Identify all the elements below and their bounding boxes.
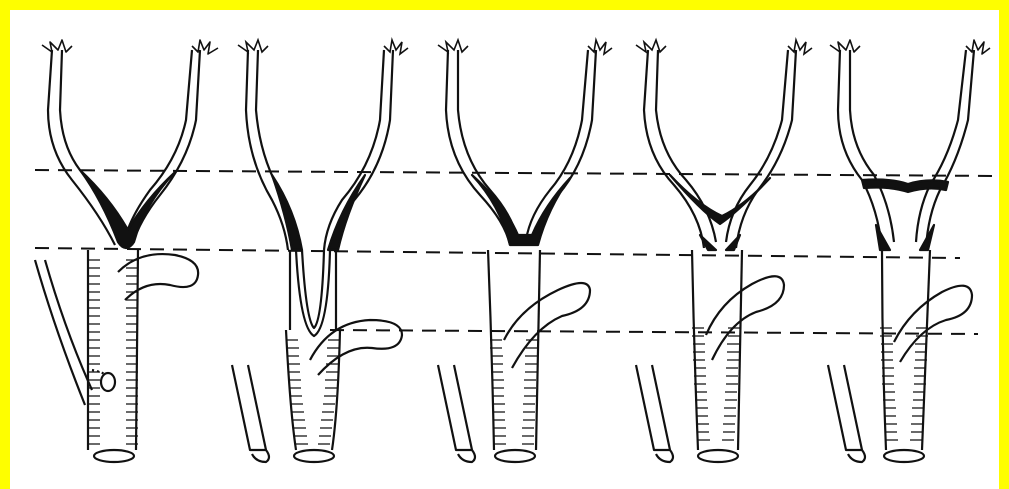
pedicle-icon — [232, 365, 269, 462]
uterine-anomaly-diagram — [10, 10, 999, 489]
fimbriae-group — [238, 40, 812, 54]
panel-5-left-tube-inner — [850, 50, 894, 242]
panel-5-right-tube — [926, 50, 974, 248]
panel-3-fimbriae — [438, 40, 612, 54]
panel-4-uterine-wall-left — [692, 250, 698, 450]
panel-4-adnexa — [706, 276, 784, 360]
panel-2-left-tube — [246, 50, 288, 250]
panel-1-right-tube-inner — [126, 50, 192, 235]
panel-5-uterine-wall-left — [882, 250, 886, 450]
panel-1-left-tube — [48, 50, 115, 245]
panel-4-pedicle — [636, 365, 673, 462]
panel-2-fimbriae — [238, 40, 408, 54]
panel-2 — [232, 50, 402, 462]
diagram-canvas — [10, 10, 999, 489]
reference-lines — [35, 170, 999, 334]
panel-4-fimbriae — [636, 40, 812, 54]
panel-4-right-tube — [736, 50, 796, 248]
panel-1-cyst — [101, 373, 115, 391]
panel-1-adnexa — [118, 254, 198, 300]
reference-line-lower — [330, 330, 978, 334]
panel-3-uterine-wall-right — [536, 250, 540, 450]
panel-2-right-tube-inner — [324, 50, 384, 250]
panel-2-adnexa — [310, 320, 402, 375]
reference-line-middle — [35, 248, 960, 258]
panel-4-fundus-black — [700, 235, 740, 250]
panel-5-left-tube — [838, 50, 882, 248]
panel-5-right-tube-inner — [916, 50, 966, 242]
panel-1-cervix — [94, 450, 134, 462]
panel-5-fundus-black — [876, 225, 934, 250]
panel-3-pedicle — [438, 365, 475, 462]
panel-3 — [438, 50, 596, 462]
panel-3-left-tube-inner — [458, 50, 518, 240]
panel-2-septum-inner — [296, 250, 330, 336]
panel-5 — [828, 40, 990, 462]
panel-3-rings — [490, 340, 538, 444]
panel-4-uterine-wall-right — [738, 250, 742, 450]
panel-5-rings — [880, 328, 928, 440]
panel-4-left-tube — [644, 50, 704, 248]
panel-3-right-tube-inner — [526, 50, 588, 240]
panel-1 — [35, 40, 218, 462]
panel-2-cervix — [294, 450, 334, 462]
panel-3-adnexa — [504, 283, 590, 368]
panel-1-tract — [35, 260, 92, 405]
panel-2-wall-right-black — [328, 175, 365, 250]
panel-3-cervix — [495, 450, 535, 462]
panel-4-cervix — [698, 450, 738, 462]
cervix-icon — [884, 450, 924, 462]
panel-5-adnexa — [894, 286, 972, 362]
panel-5-pedicle — [828, 365, 865, 462]
panel-1-rings — [88, 260, 138, 444]
panel-5-fundus — [862, 180, 948, 193]
panel-5-uterine-wall-right — [922, 250, 930, 450]
panel-4-rings — [692, 328, 740, 440]
